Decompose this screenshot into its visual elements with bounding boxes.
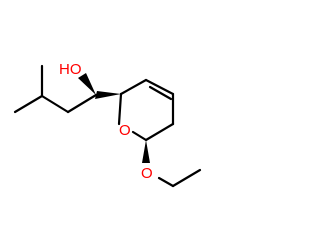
- wedge-bond-c2-ethoxy: [142, 140, 150, 163]
- wedge-bond-c6-carbinol: [95, 91, 121, 99]
- bond-ch2-ch: [40, 94, 70, 114]
- bond-o1-c6: [117, 92, 123, 126]
- hydroxyl-label: HO: [59, 61, 82, 78]
- bond-ethoxy-o-ch2: [157, 176, 175, 188]
- molecule-structure: HO O O: [13, 61, 202, 188]
- bond-c5-c4-double: [148, 85, 173, 101]
- ethoxy-oxygen-label: O: [141, 165, 153, 182]
- wedge-bond-carbinol-oh: [78, 73, 96, 95]
- bond-c3-c2: [144, 122, 175, 142]
- bond-c2-o1: [131, 130, 148, 142]
- ring-oxygen-label: O: [119, 122, 131, 139]
- bond-ch2-ch3: [171, 168, 202, 188]
- bond-c5-c4: [144, 78, 175, 96]
- bond-c6-c5: [119, 78, 148, 96]
- bond-carbinol-ch2: [66, 93, 98, 114]
- bond-ch-methyl-a: [13, 94, 44, 114]
